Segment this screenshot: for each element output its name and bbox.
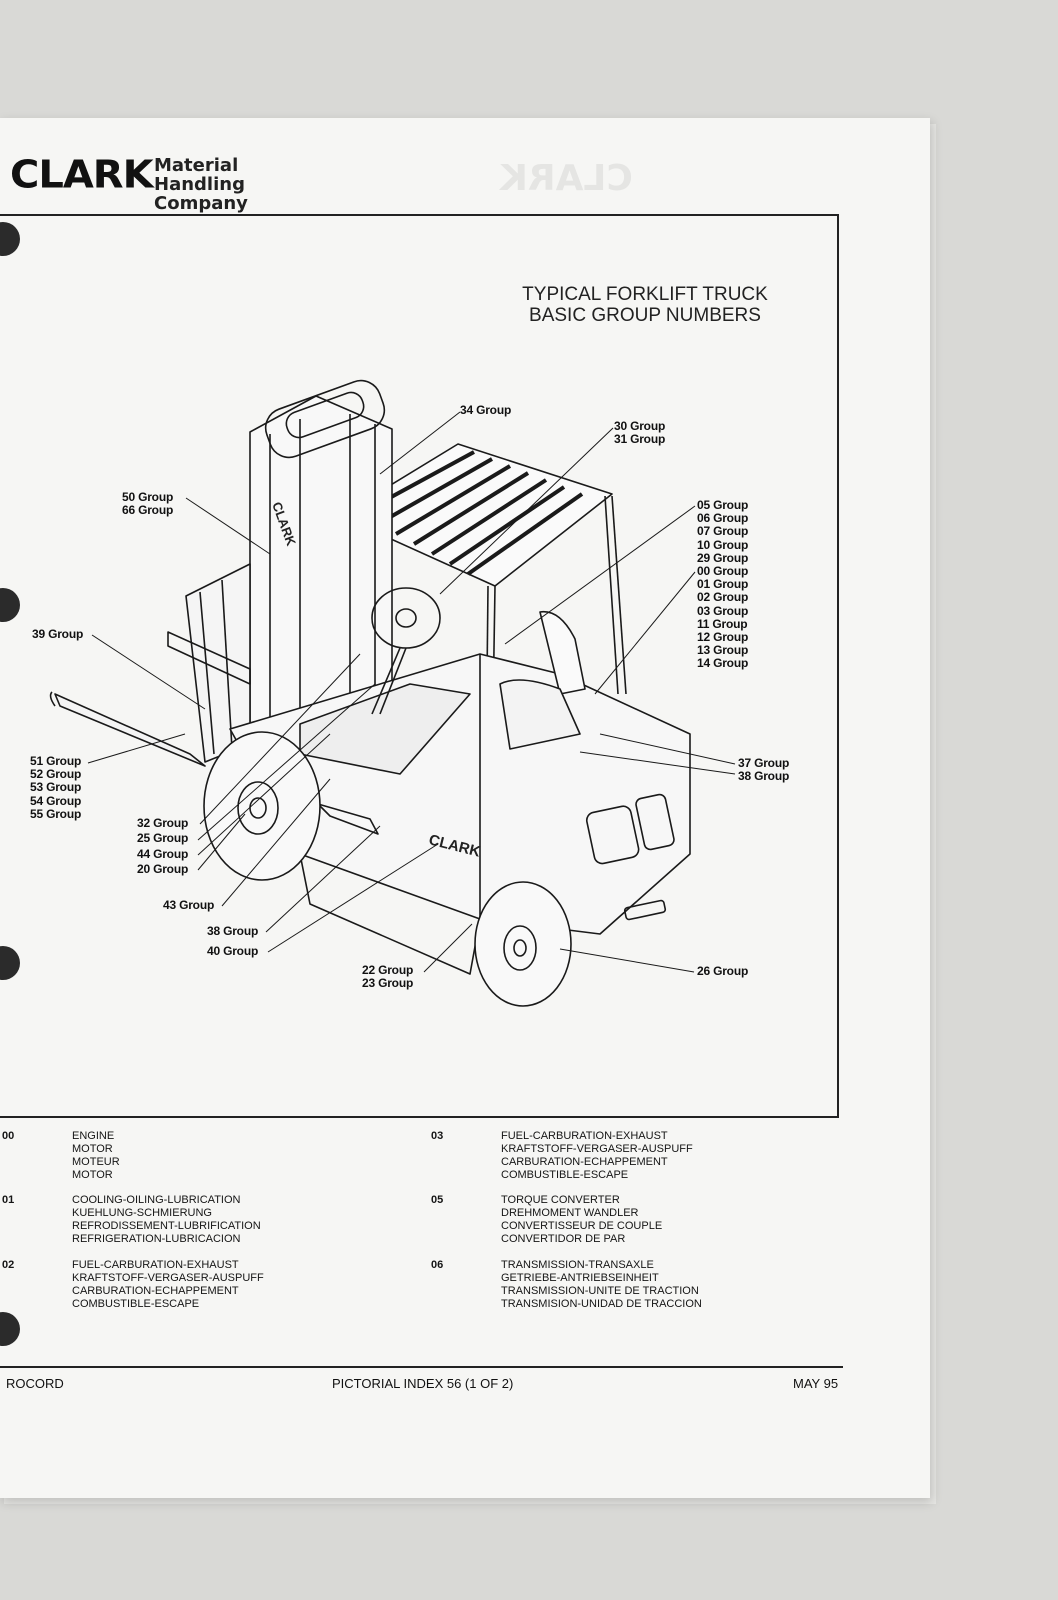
callout-34-group: 34 Group [460, 403, 512, 417]
callout-39-group: 39 Group [32, 627, 84, 641]
callout-30-group: 30 Group 31 Group [614, 419, 666, 447]
footer-date: MAY 95 [793, 1376, 839, 1391]
legend-entry-03: 03 FUEL-CARBURATION-EXHAUST KRAFTSTOFF-V… [431, 1130, 693, 1181]
company-name: Material Handling Company [154, 155, 248, 214]
legend-entry-01: 01 COOLING-OILING-LUBRICATION KUEHLUNG-S… [2, 1194, 261, 1245]
callout-32-group: 32 Group 25 Group 44 Group 20 Group [137, 816, 189, 877]
binder-hole [0, 1312, 20, 1346]
binder-hole [0, 588, 20, 622]
overhead-guard [339, 443, 627, 775]
legend-entry-05: 05 TORQUE CONVERTER DREHMOMENT WANDLER C… [431, 1194, 663, 1245]
legend-entry-02: 02 FUEL-CARBURATION-EXHAUST KRAFTSTOFF-V… [2, 1259, 264, 1310]
callout-43-group: 43 Group [163, 898, 215, 912]
front-wheel [203, 731, 321, 881]
footer-left: ROCORD [6, 1376, 64, 1391]
callout-26-group: 26 Group [697, 964, 749, 978]
bleed-through-logo: CLARK [500, 158, 633, 199]
callout-40-group: 40 Group [207, 944, 259, 958]
callout-05-group: 05 Group 06 Group 07 Group 10 Group 29 G… [697, 498, 749, 565]
callout-22-group: 22 Group 23 Group [362, 963, 414, 991]
callout-50-group: 50 Group 66 Group [122, 490, 174, 518]
forklift-diagram: CLARK CLARK [49, 379, 736, 1007]
callout-38-group-lower: 38 Group [207, 924, 259, 938]
footer-rule [0, 1366, 843, 1368]
legend-entry-06: 06 TRANSMISSION-TRANSAXLE GETRIEBE-ANTRI… [431, 1259, 702, 1310]
rear-wheel [474, 881, 572, 1007]
callout-37-group: 37 Group 38 Group [738, 756, 790, 784]
callout-00-group: 00 Group 01 Group 02 Group 03 Group 11 G… [697, 564, 749, 671]
carriage-and-forks [49, 563, 251, 767]
figure-title: TYPICAL FORKLIFT TRUCK BASIC GROUP NUMBE… [522, 284, 768, 326]
footer-page-label: PICTORIAL INDEX 56 (1 OF 2) [332, 1376, 514, 1391]
leader-lines [87, 411, 736, 973]
callout-51-group: 51 Group 52 Group 53 Group 54 Group 55 G… [30, 754, 82, 821]
figure-frame [0, 214, 839, 1118]
clark-logo: CLARK [10, 153, 154, 197]
binder-hole [0, 946, 20, 980]
binder-hole [0, 222, 20, 256]
legend-entry-00: 00 ENGINE MOTOR MOTEUR MOTOR [2, 1130, 120, 1181]
